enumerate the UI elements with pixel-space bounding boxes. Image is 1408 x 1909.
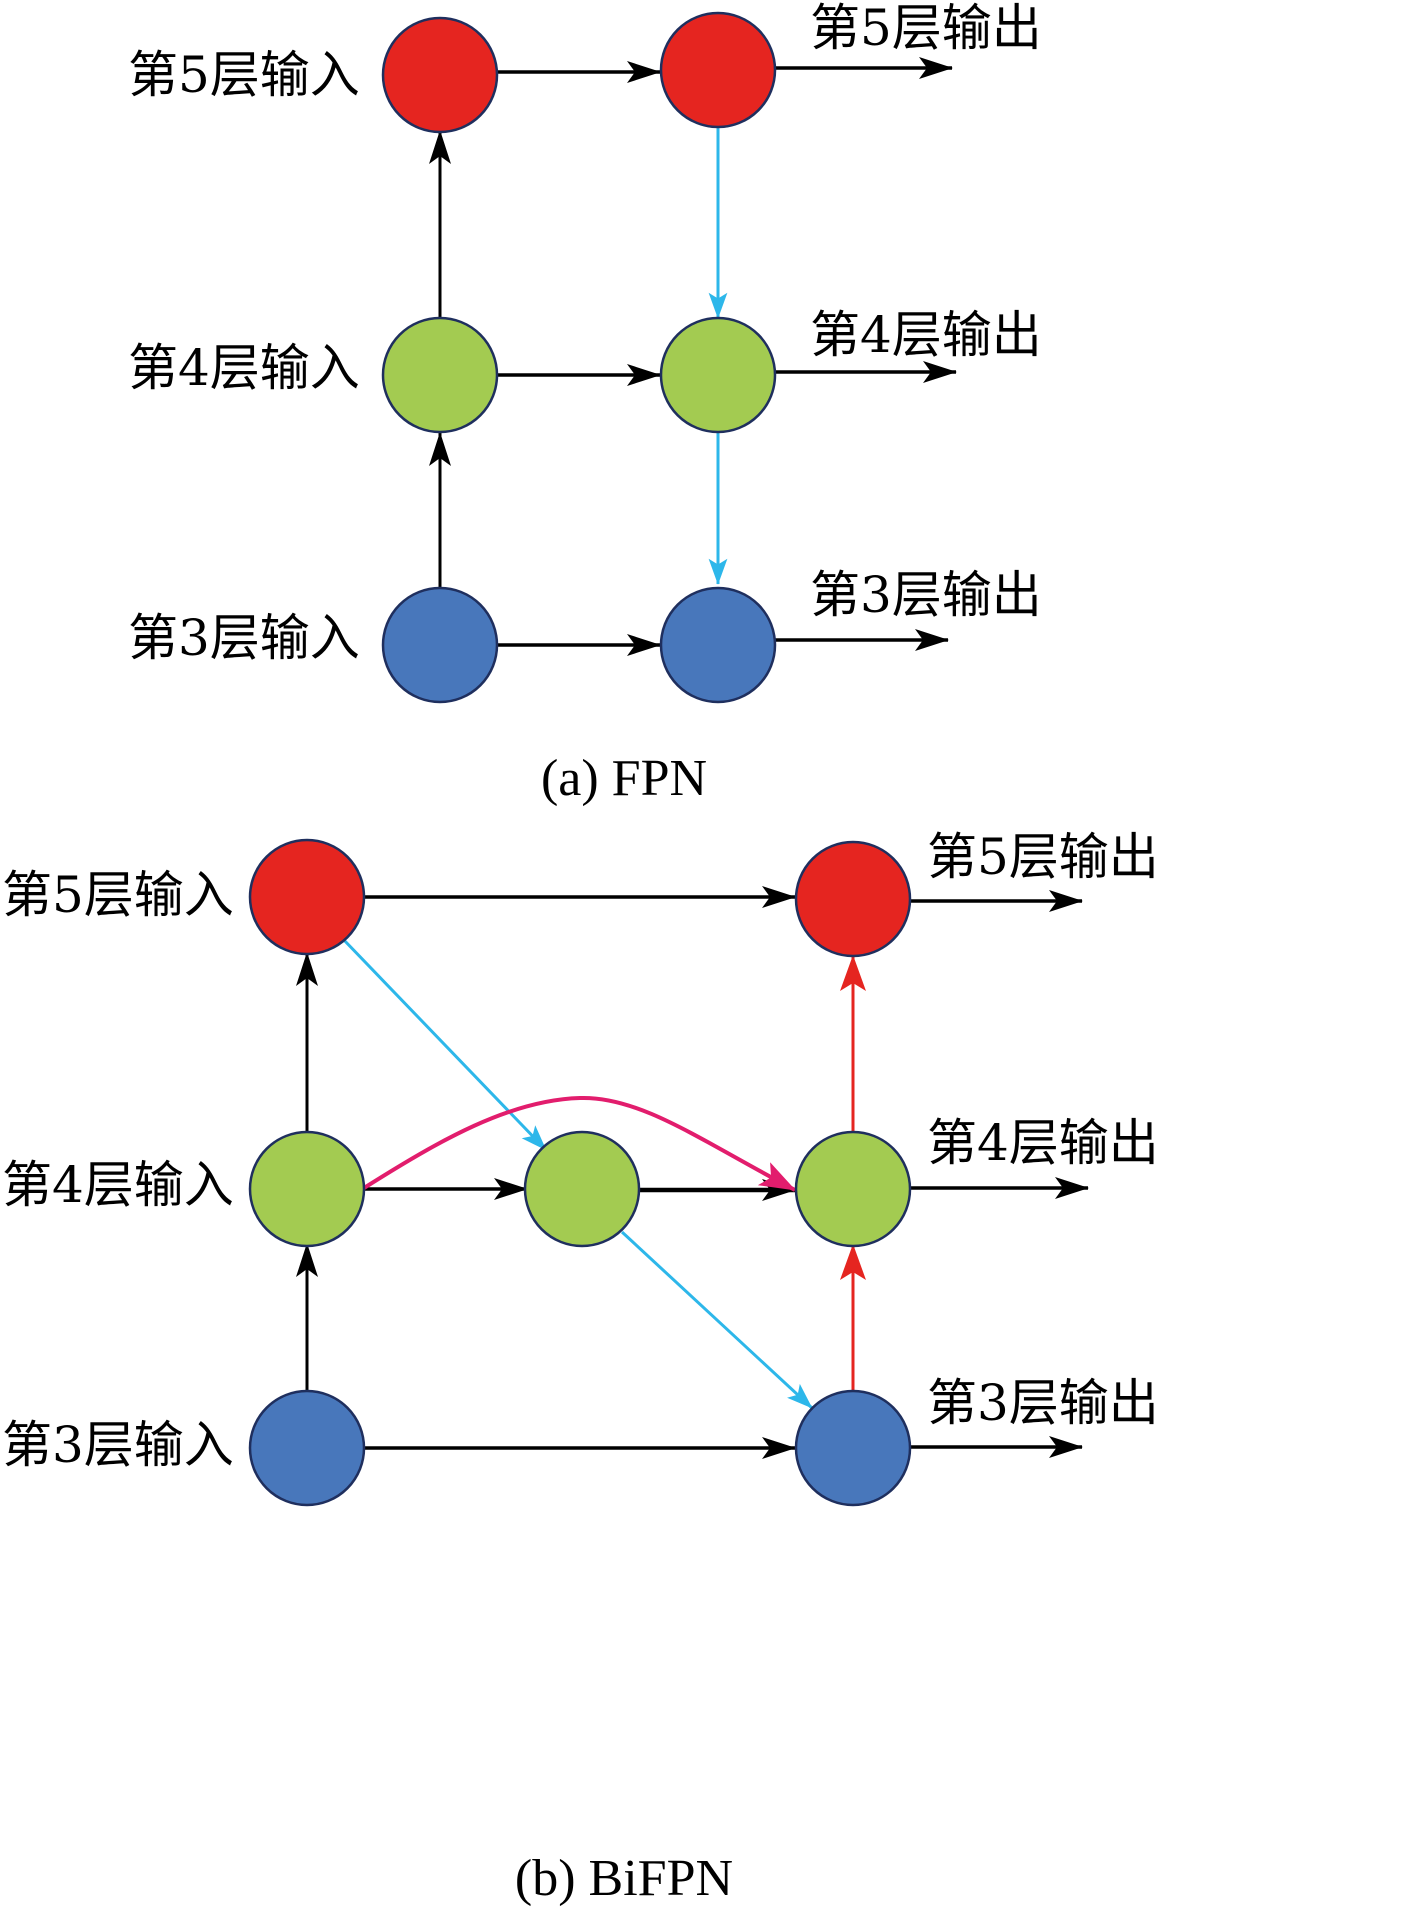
fpn-node-out3 — [659, 586, 777, 704]
bifpn-input-label-4: 第4层输入 — [2, 1156, 234, 1214]
fpn-output-label-5: 第5层输出 — [810, 0, 1042, 57]
bifpn-output-label-5: 第5层输出 — [927, 828, 1159, 886]
fpn-input-label-5: 第5层输入 — [128, 46, 360, 104]
fpn-output-label-3: 第3层输出 — [810, 566, 1042, 624]
bifpn-node-out4 — [794, 1130, 912, 1248]
bifpn-input-label-5: 第5层输入 — [2, 866, 234, 924]
bifpn-node-in3 — [248, 1389, 366, 1507]
fpn-node-out5 — [659, 11, 777, 129]
bifpn-edges — [296, 886, 1089, 1459]
bifpn-input-label-3: 第3层输入 — [2, 1416, 234, 1474]
bifpn-node-out3 — [794, 1389, 912, 1507]
bifpn-edge-mid4-out3 — [620, 1230, 814, 1410]
bifpn-output-label-4: 第4层输出 — [927, 1114, 1159, 1172]
fpn-input-label-4: 第4层输入 — [128, 339, 360, 397]
fpn-output-label-4: 第4层输出 — [810, 306, 1042, 364]
fpn-node-in5 — [381, 16, 499, 134]
bifpn-node-in4 — [248, 1130, 366, 1248]
fpn-node-in3 — [381, 586, 499, 704]
fpn-caption: (a) FPN — [541, 750, 707, 807]
bifpn-edge-in4-out4-skip — [362, 1095, 796, 1192]
fpn-diagram: 第5层输入 第4层输入 第3层输入 第5层输出 第4层输出 第3层输出 (a) … — [128, 0, 1042, 807]
bifpn-output-label-3: 第3层输出 — [927, 1374, 1159, 1432]
bifpn-caption: (b) BiFPN — [515, 1850, 733, 1907]
bifpn-node-in5 — [248, 838, 366, 956]
bifpn-node-out5 — [794, 840, 912, 958]
bifpn-node-mid4 — [523, 1130, 641, 1248]
fpn-node-out4 — [659, 316, 777, 434]
bifpn-diagram: 第5层输入 第4层输入 第3层输入 第5层输出 第4层输出 第3层输出 (b) … — [2, 828, 1159, 1907]
fpn-input-label-3: 第3层输入 — [128, 609, 360, 667]
fpn-node-in4 — [381, 316, 499, 434]
bifpn-edge-in5-mid4 — [340, 936, 548, 1152]
fpn-edges — [429, 57, 957, 656]
